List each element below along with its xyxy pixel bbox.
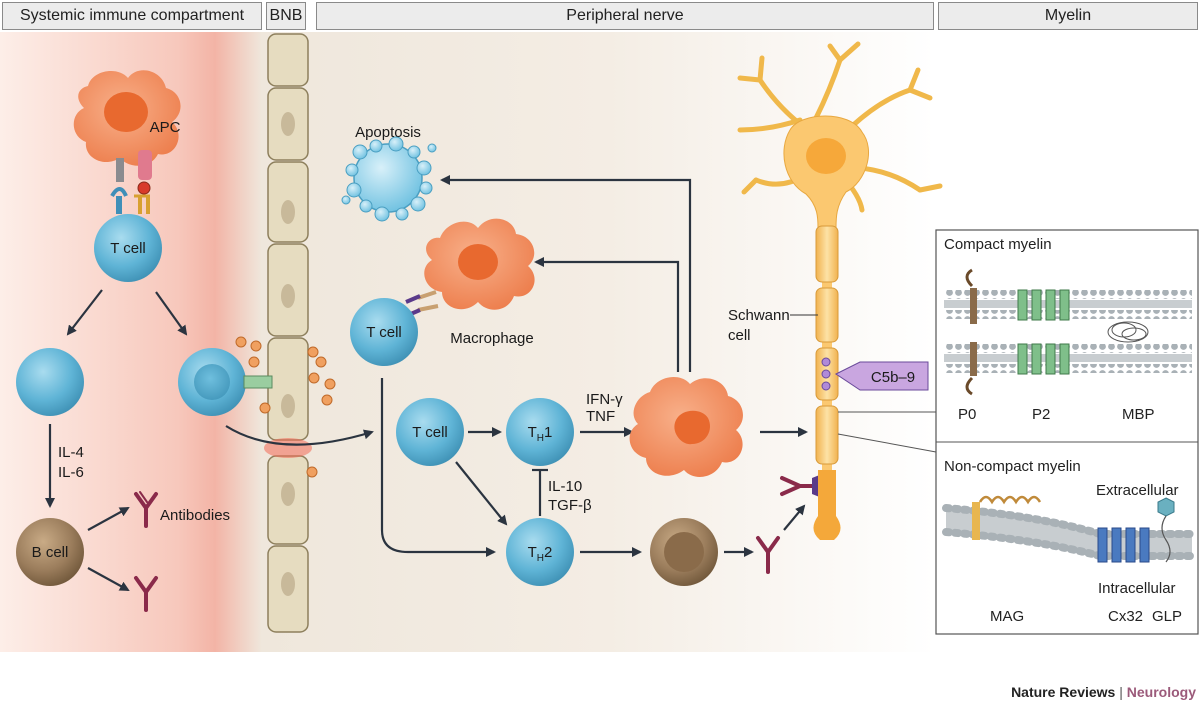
cx32-label: Cx32 — [1108, 608, 1144, 625]
mac-pore-1 — [821, 357, 831, 367]
arrow-to-apoptosis — [440, 175, 692, 372]
bnb-endothelium — [264, 33, 312, 633]
arrow-tcell-to-cell-right — [155, 291, 188, 336]
header-bnb: BNB — [266, 2, 306, 30]
c5b9-label: C5b–9 — [871, 369, 915, 386]
t-cell-peripheral-label: T cell — [412, 424, 448, 441]
apoptotic-cell — [341, 136, 437, 222]
t-cell-macrophage-label: T cell — [366, 324, 402, 341]
header-myelin: Myelin — [938, 2, 1198, 30]
schwann-label-2: cell — [728, 327, 751, 344]
th2-label: TH2 — [528, 544, 553, 564]
noncompact-myelin-title: Non-compact myelin — [944, 458, 1081, 475]
apc-label: APC — [150, 119, 181, 136]
glp-protein — [1157, 497, 1175, 563]
th2-cell — [506, 518, 574, 586]
mag-protein — [972, 495, 1042, 540]
glp-label: GLP — [1152, 608, 1183, 625]
mac-pore-2 — [821, 369, 831, 379]
il10-label: IL-10 — [548, 478, 582, 495]
intracellular-label: Intracellular — [1098, 580, 1176, 597]
t-cell-adhering-nucleus — [194, 364, 230, 400]
schwann-label-1: Schwann — [728, 307, 790, 324]
cx32-protein — [1097, 527, 1150, 563]
mhc-tcr-complex — [110, 150, 152, 214]
t-cell-peripheral — [396, 398, 464, 466]
arrow-b-cell-to-antibody-bottom — [87, 567, 130, 591]
mbp-label: MBP — [1122, 406, 1155, 423]
antibody-icon-top — [134, 491, 158, 528]
apc-nucleus — [104, 92, 148, 132]
th1-label: TH1 — [528, 424, 553, 444]
schwann-segment-1 — [815, 225, 839, 283]
publisher-name: Nature Reviews — [1011, 684, 1116, 700]
t-cell-macrophage — [350, 298, 418, 366]
p2-protein — [1017, 289, 1070, 375]
arrow-antibody-to-axon — [783, 504, 806, 531]
chemokine-dots — [235, 336, 336, 478]
neuron-nucleus — [806, 138, 846, 174]
ifn-label: IFN-γ — [586, 391, 623, 408]
il4-label: IL-4 — [58, 444, 84, 461]
antibody-bound-axon — [780, 476, 816, 496]
th1-cell — [506, 398, 574, 466]
il6-label: IL-6 — [58, 464, 84, 481]
b-cell-label: B cell — [32, 544, 69, 561]
arrow-tcell-to-cell-left — [66, 289, 103, 336]
antibody-icon-bottom — [134, 576, 158, 612]
schwann-segment-4 — [815, 405, 839, 465]
connector-bottom — [837, 433, 937, 453]
credit-separator: | — [1119, 684, 1123, 700]
journal-name: Neurology — [1126, 684, 1196, 700]
arrow-b-cell-to-antibody-top — [87, 507, 130, 531]
journal-credit: Nature Reviews | Neurology — [1011, 684, 1196, 700]
b-cell — [16, 518, 84, 586]
compact-myelin-title: Compact myelin — [944, 236, 1052, 253]
t-helper-cell-left — [16, 348, 84, 416]
p0-protein — [965, 268, 977, 396]
macrophage-nucleus — [458, 244, 498, 280]
tnf-label: TNF — [586, 408, 615, 425]
mbp-protein — [1107, 321, 1149, 343]
mag-label: MAG — [990, 608, 1025, 625]
antibody-icon-peripheral — [756, 536, 780, 574]
macrophage-tcr-complex — [405, 290, 439, 318]
header-systemic: Systemic immune compartment — [2, 2, 262, 30]
extracellular-label: Extracellular — [1096, 482, 1179, 499]
apoptosis-label: Apoptosis — [355, 124, 421, 141]
t-cell-systemic-label: T cell — [110, 240, 146, 257]
schwann-segment-2 — [815, 287, 839, 343]
arrow-transmigration — [225, 425, 374, 446]
mac-pore-3 — [821, 381, 831, 391]
macrophage-label: Macrophage — [450, 330, 533, 347]
adhesion-molecule — [243, 375, 273, 389]
arrow-tcell-to-th2 — [455, 461, 508, 526]
tgf-label: TGF-β — [548, 497, 592, 514]
plasma-cell-nucleus — [664, 532, 704, 572]
t-cell-systemic — [94, 214, 162, 282]
p2-label: P2 — [1032, 406, 1051, 423]
c5b9-callout — [835, 361, 929, 391]
antibodies-label: Antibodies — [160, 507, 230, 524]
arrow-to-th2-bottom — [380, 378, 496, 557]
axon-terminal — [813, 470, 841, 540]
activated-macrophage-nucleus — [674, 410, 711, 445]
arrow-to-macrophage — [534, 257, 680, 372]
header-peripheral: Peripheral nerve — [316, 2, 934, 30]
p0-label: P0 — [958, 406, 977, 423]
